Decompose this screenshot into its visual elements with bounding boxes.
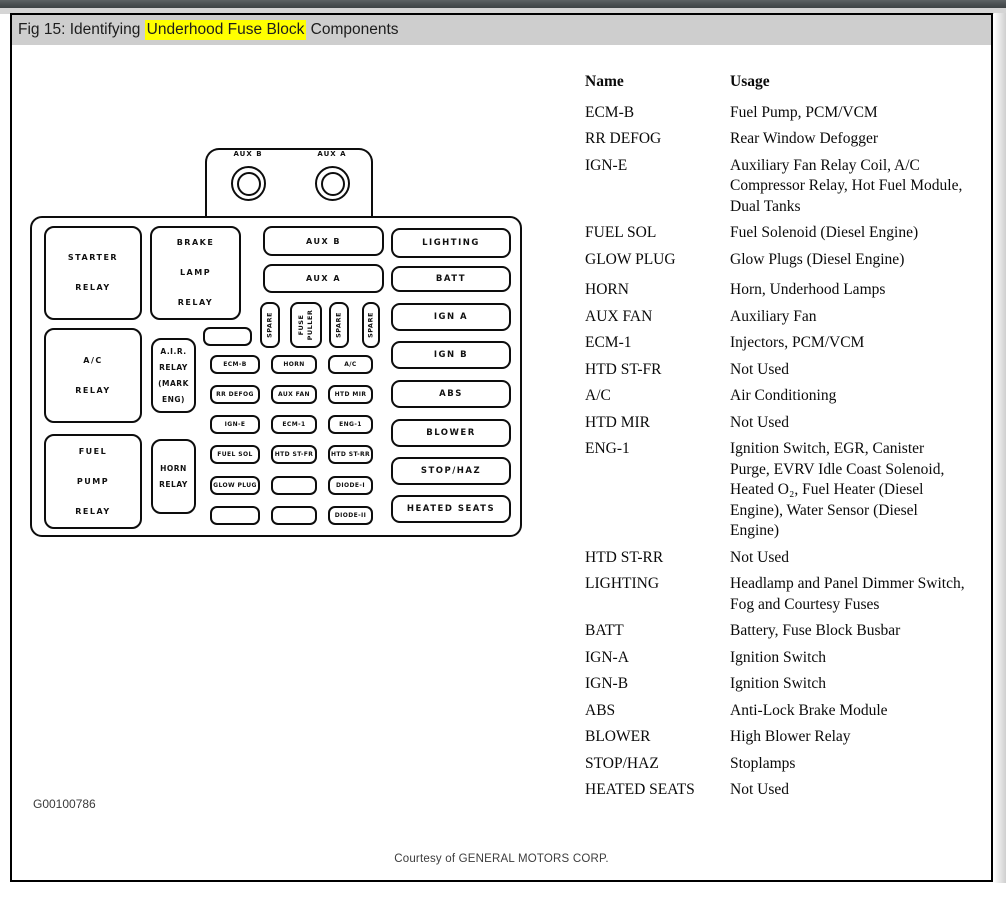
fuse-usage: Fuel Pump, PCM/VCM: [730, 103, 878, 121]
fuse-usage: Ignition Switch: [730, 675, 827, 692]
figure-title-bar: Fig 15: Identifying Underhood Fuse Block…: [12, 15, 991, 45]
fuse-usage: Injectors, PCM/VCM: [730, 334, 865, 351]
table-row: HTD ST-FR Not Used: [585, 360, 967, 381]
fuse-usage: Horn, Underhood Lamps: [730, 281, 886, 298]
search-highlight: Underhood Fuse Block: [144, 20, 307, 40]
figure-id: G00100786: [33, 797, 96, 811]
fuse-name: HTD ST-FR: [585, 360, 662, 378]
table-row: ENG-1 Ignition Switch, EGR, Canister Purg…: [585, 439, 967, 542]
fuse-name: IGN-B: [585, 675, 629, 692]
figure-title-suffix: Components: [306, 21, 399, 38]
table-row: RR DEFOG Rear Window Defogger: [585, 129, 967, 150]
fuse-name: STOP/HAZ: [585, 754, 659, 772]
column-header-name: Name: [585, 73, 624, 90]
fuse-usage: Not Used: [730, 413, 789, 431]
table-row: HORN Horn, Underhood Lamps: [585, 280, 967, 301]
table-row: ECM-1 Injectors, PCM/VCM: [585, 333, 967, 354]
table-row: LIGHTING Headlamp and Panel Dimmer Switch…: [585, 574, 967, 615]
table-row: ABS Anti-Lock Brake Module: [585, 701, 967, 722]
fuse-usage: Auxiliary Fan Relay Coil, A/C Compressor…: [730, 156, 963, 215]
fuse-usage: Not Used: [730, 781, 789, 798]
fuse-name: GLOW PLUG: [585, 250, 676, 268]
fuse-usage: Not Used: [730, 360, 789, 378]
table-row: AUX FAN Auxiliary Fan: [585, 307, 967, 328]
fuse-usage: Auxiliary Fan: [730, 307, 817, 325]
fuse-name: FUEL SOL: [585, 224, 657, 241]
fuse-usage: Glow Plugs (Diesel Engine): [730, 250, 905, 268]
table-row: IGN-B Ignition Switch: [585, 674, 967, 695]
table-row: HTD ST-RR Not Used: [585, 548, 967, 569]
courtesy-note: Courtesy of GENERAL MOTORS CORP.: [394, 853, 609, 865]
fuse-name: ECM-B: [585, 103, 635, 121]
fuse-name: BLOWER: [585, 728, 651, 745]
fuse-name: HORN: [585, 281, 629, 298]
fuse-name: HEATED SEATS: [585, 781, 695, 798]
table-header-row: Name Usage: [585, 72, 967, 93]
fuse-name: RR DEFOG: [585, 130, 662, 147]
fuse-usage: Air Conditioning: [730, 387, 837, 404]
window-top-bar: [0, 0, 1006, 8]
table-row: IGN-A Ignition Switch: [585, 648, 967, 669]
page-top-strip: [0, 8, 1006, 14]
fuse-name: LIGHTING: [585, 575, 660, 592]
fuse-usage: Ignition Switch: [730, 648, 827, 666]
fuse-name: ENG-1: [585, 440, 630, 457]
fuse-usage: Headlamp and Panel Dimmer Switch, Fog an…: [730, 575, 965, 613]
fuse-name: HTD ST-RR: [585, 548, 664, 566]
page-right-edge: [994, 13, 1006, 883]
fuse-usage: Ignition Switch, EGR, Canister Purge, EV…: [730, 440, 945, 539]
fuse-name: IGN-A: [585, 648, 629, 666]
table-row: ECM-B Fuel Pump, PCM/VCM: [585, 103, 967, 124]
fuse-usage: Not Used: [730, 548, 789, 566]
fuse-usage: High Blower Relay: [730, 728, 851, 745]
fuse-name: BATT: [585, 622, 624, 639]
table-row: IGN-E Auxiliary Fan Relay Coil, A/C Compr…: [585, 156, 967, 218]
fuse-usage-table: Name Usage ECM-B Fuel Pump, PCM/VCM RR DEF…: [585, 72, 967, 807]
table-row: BLOWER High Blower Relay: [585, 727, 967, 748]
fuse-usage: Stoplamps: [730, 754, 796, 772]
figure-title-prefix: Fig 15: Identifying: [18, 21, 145, 38]
table-row: BATT Battery, Fuse Block Busbar: [585, 621, 967, 642]
fuse-name: ABS: [585, 701, 616, 719]
table-row: GLOW PLUG Glow Plugs (Diesel Engine): [585, 250, 967, 271]
fuse-name: AUX FAN: [585, 307, 653, 325]
fuse-name: IGN-E: [585, 156, 628, 174]
fuse-usage: Rear Window Defogger: [730, 130, 879, 147]
fuse-usage: Fuel Solenoid (Diesel Engine): [730, 224, 919, 241]
fuse-name: ECM-1: [585, 334, 632, 351]
fuse-usage: Anti-Lock Brake Module: [730, 701, 888, 719]
fuse-name: A/C: [585, 387, 611, 404]
table-row: A/C Air Conditioning: [585, 386, 967, 407]
table-row: FUEL SOL Fuel Solenoid (Diesel Engine): [585, 223, 967, 244]
table-row: HTD MIR Not Used: [585, 413, 967, 434]
fuse-usage: Battery, Fuse Block Busbar: [730, 622, 901, 639]
table-row: STOP/HAZ Stoplamps: [585, 754, 967, 775]
column-header-usage: Usage: [730, 73, 770, 90]
fuse-name: HTD MIR: [585, 413, 651, 431]
table-row: HEATED SEATS Not Used: [585, 780, 967, 801]
